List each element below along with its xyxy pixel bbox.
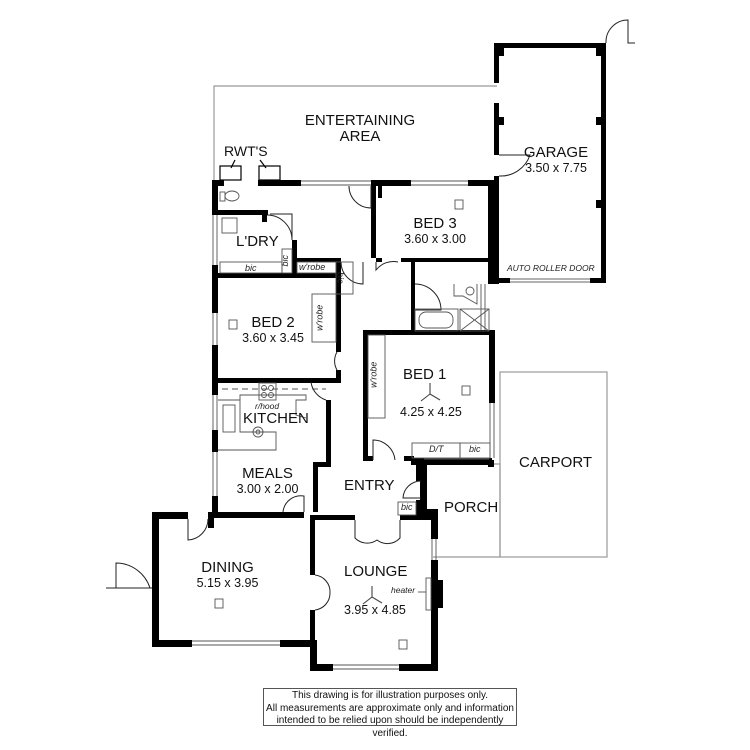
interior-walls xyxy=(218,186,493,642)
carport-label: CARPORT xyxy=(519,454,593,471)
garage-doors xyxy=(498,19,635,177)
rwts-label: RWT'S xyxy=(224,143,268,159)
heater-label: heater xyxy=(391,585,416,595)
entertaining-area-outline xyxy=(213,85,497,182)
bed1-name: BED 1 xyxy=(403,366,447,383)
entry-label: ENTRY xyxy=(344,477,395,494)
bed2-side-wrobe-label: w'robe xyxy=(314,304,325,331)
disclaimer-line3: intended to be relied upon should be ind… xyxy=(276,715,504,739)
lounge-name: LOUNGE xyxy=(344,563,408,580)
laundry-label: L'DRY xyxy=(236,233,279,250)
meals-dims: 3.00 x 2.00 xyxy=(236,481,299,496)
entry-bic-label: bic xyxy=(401,502,413,512)
rangehood-label: r/hood xyxy=(255,401,280,411)
bed1-dt-label: D/T xyxy=(429,444,444,454)
entertaining-label-line2: AREA xyxy=(339,127,381,145)
dining-dims: 5.15 x 3.95 xyxy=(196,575,259,590)
garage-walls xyxy=(494,43,606,283)
exterior-walls xyxy=(152,180,499,671)
garage-label: GARAGE 3.50 x 7.75 xyxy=(516,145,596,175)
disclaimer-line1: This drawing is for illustration purpose… xyxy=(291,690,488,701)
bed1-dims: 4.25 x 4.25 xyxy=(400,405,462,419)
garage-roller-door xyxy=(510,278,590,283)
bed2-name: BED 2 xyxy=(251,314,295,331)
laundry-bic-label: bic xyxy=(245,263,257,273)
garage-name: GARAGE xyxy=(523,144,589,161)
disclaimer-box: This drawing is for illustration purpose… xyxy=(263,688,517,739)
bed2-dims: 3.60 x 3.45 xyxy=(242,330,304,345)
bed2-top-wrobe-label: w'robe xyxy=(299,262,326,272)
bed1-wrobe-label: w'robe xyxy=(368,361,379,388)
bed3-name: BED 3 xyxy=(413,215,457,232)
garage-dims: 3.50 x 7.75 xyxy=(525,160,587,175)
meals-name: MEALS xyxy=(242,465,293,482)
kitchen-label: KITCHEN xyxy=(243,410,309,427)
entertaining-area-label: ENTERTAINING AREA xyxy=(290,113,430,145)
entertaining-label-line1: ENTERTAINING xyxy=(304,112,416,129)
bed2-label: BED 2 3.60 x 3.45 xyxy=(238,315,308,345)
auto-roller-door-label: AUTO ROLLER DOOR xyxy=(507,263,595,273)
bed3-dims: 3.60 x 3.00 xyxy=(404,231,466,246)
bed3-label: BED 3 3.60 x 3.00 xyxy=(395,216,475,246)
disclaimer-line2: All measurements are approximate only an… xyxy=(266,702,514,714)
windows xyxy=(192,180,495,670)
bed1-bic-label: bic xyxy=(469,444,481,454)
lounge-dims: 3.95 x 4.85 xyxy=(344,603,406,617)
dining-label: DINING 5.15 x 3.95 xyxy=(190,560,265,590)
laundry-side-bic-label: bic xyxy=(280,254,291,267)
fixtures xyxy=(214,190,491,650)
hall-bic-label: bic xyxy=(335,271,346,284)
rainwater-tanks xyxy=(219,159,281,181)
ceiling-fans xyxy=(362,383,441,605)
porch-label: PORCH xyxy=(444,499,499,516)
dining-name: DINING xyxy=(201,559,254,576)
meals-label: MEALS 3.00 x 2.00 xyxy=(230,466,305,496)
